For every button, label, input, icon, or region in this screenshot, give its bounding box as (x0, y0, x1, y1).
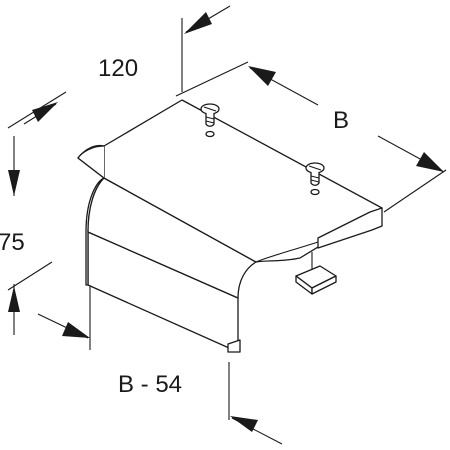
extension-lines (7, 18, 447, 420)
cover-body (77, 99, 383, 353)
length-dimension-label: 120 (98, 55, 138, 82)
screw-icon (200, 103, 220, 138)
height-dimension-label: 75 (0, 229, 25, 256)
width-dimension-label: B (333, 107, 349, 134)
inner-width-dimension-label: B - 54 (118, 371, 182, 398)
screw-icon (305, 162, 325, 196)
inner-width-dimension-arrows (37, 313, 283, 445)
length-dimension-arrow (184, 5, 231, 34)
height-dimension-arrows (8, 102, 58, 335)
width-dimension-line (248, 66, 445, 173)
clamp-nut-icon (295, 252, 337, 295)
